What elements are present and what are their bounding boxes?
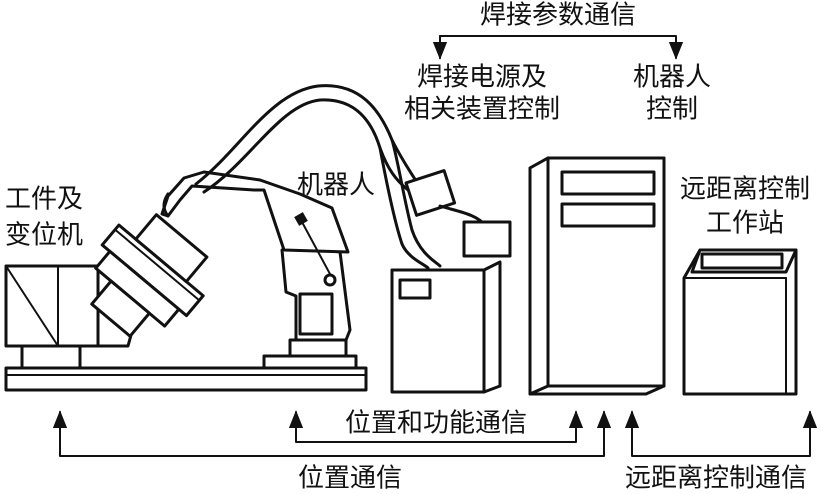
robot-control-label-1: 机器人 <box>633 63 711 93</box>
welding-param-comm-label: 焊接参数通信 <box>480 1 636 31</box>
robot-label: 机器人 <box>297 171 375 201</box>
position-comm-label: 位置通信 <box>298 464 402 494</box>
cable-hose <box>194 84 442 270</box>
remote-station-label-2: 工作站 <box>706 209 784 239</box>
welding-param-comm-bracket <box>432 35 684 60</box>
workpiece-label-1: 工件及 <box>5 185 83 215</box>
remote-station-label-1: 远距离控制 <box>680 175 810 205</box>
power-control-label-2: 相关装置控制 <box>404 95 560 125</box>
remote-control-workstation <box>682 248 798 396</box>
welding-power-source <box>390 260 502 394</box>
remote-control-comm-label: 远距离控制通信 <box>625 464 807 494</box>
workpiece-positioner <box>4 213 209 370</box>
robot-controller-cabinet <box>528 156 666 396</box>
robot-arm <box>160 170 352 358</box>
robot-control-label-2: 控制 <box>646 95 698 125</box>
position-function-comm-bracket <box>288 410 584 443</box>
remote-control-comm-bracket <box>624 410 818 457</box>
position-comm-bracket <box>52 410 612 457</box>
position-function-comm-label: 位置和功能通信 <box>345 409 527 439</box>
base-platform <box>4 354 368 392</box>
power-control-label-1: 焊接电源及 <box>417 63 547 93</box>
wire-feeder <box>404 169 512 258</box>
workpiece-label-2: 变位机 <box>5 221 83 251</box>
